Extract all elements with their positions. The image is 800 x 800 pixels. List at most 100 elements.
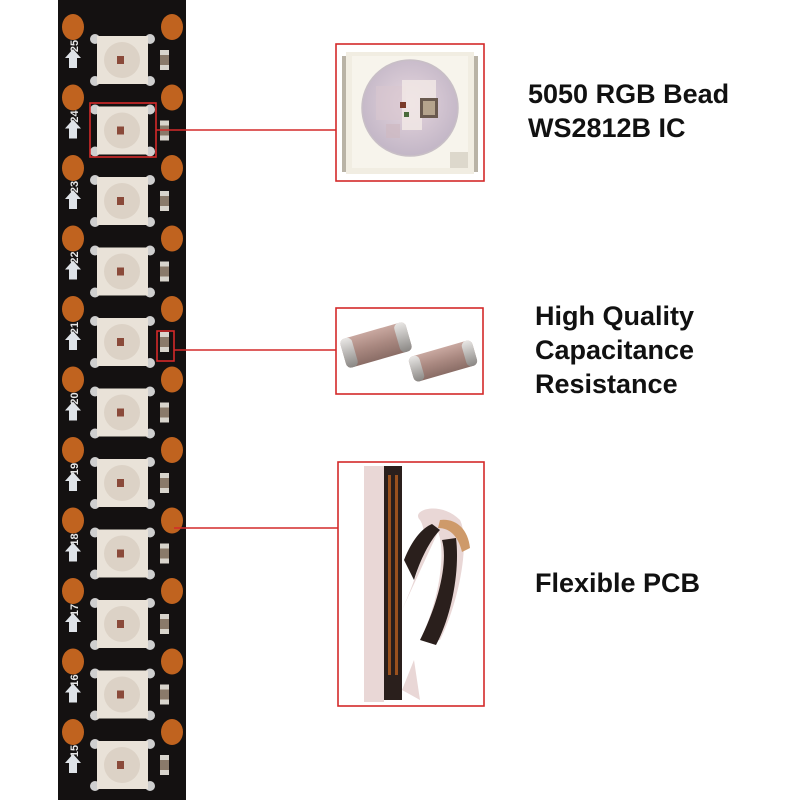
capacitor-closeup-panel (335, 307, 484, 395)
led-die (117, 126, 124, 135)
capacitor-terminal (160, 261, 169, 267)
segment-number: 18 (69, 533, 81, 545)
capacitor-terminal (160, 206, 169, 211)
smd-capacitor (160, 261, 169, 282)
capacitor-terminal (160, 699, 169, 705)
solder-pad (62, 155, 84, 181)
strip-segment: 19 (62, 437, 183, 509)
smd-capacitor (160, 191, 169, 211)
strip-segment: 22 (62, 225, 183, 298)
segment-number: 22 (69, 251, 81, 263)
capacitor-terminal (160, 120, 169, 126)
solder-pad (62, 507, 84, 534)
solder-pad (161, 578, 183, 604)
capacitor-terminal (160, 629, 169, 634)
capacitor-feature-line-3: Resistance (535, 369, 678, 399)
direction-arrow-icon (65, 542, 81, 562)
strip-segment: 20 (62, 366, 183, 439)
smd-capacitor (160, 684, 169, 705)
capacitor-terminal (160, 417, 169, 423)
led-die (117, 761, 124, 769)
led-die (117, 267, 124, 276)
led-closeup-panel (335, 43, 485, 182)
strip-segment: 17 (62, 578, 183, 650)
led-die (117, 338, 124, 346)
direction-arrow-icon (65, 472, 81, 491)
solder-pad (62, 14, 84, 40)
led-die (117, 620, 124, 628)
solder-pad (161, 366, 183, 393)
direction-arrow-icon (65, 683, 81, 703)
capacitor-feature-line-1: High Quality (535, 301, 695, 331)
led-die (117, 56, 124, 64)
pcb-feature-line-1: Flexible PCB (535, 568, 701, 598)
solder-pad (161, 719, 183, 745)
capacitor-terminal (160, 135, 169, 141)
capacitor-terminal (160, 65, 169, 70)
led-feature-line-2: WS2812B IC (528, 113, 686, 143)
segment-number: 17 (69, 604, 81, 616)
strip-segment: 21 (62, 296, 183, 368)
capacitor-highlight-box (156, 330, 175, 362)
capacitor-terminal (160, 770, 169, 775)
direction-arrow-icon (65, 613, 81, 632)
solder-pad (161, 84, 183, 111)
smd-capacitor (160, 614, 169, 634)
solder-pad (161, 14, 183, 40)
solder-pad (62, 719, 84, 745)
solder-pad (161, 296, 183, 322)
led-strip: 25 24 23 22 21 20 19 18 17 16 15 (58, 0, 186, 800)
segment-number: 23 (69, 181, 81, 193)
led-feature-label: 5050 RGB Bead WS2812B IC (528, 77, 729, 145)
smd-capacitor (160, 473, 169, 493)
smd-capacitor (160, 50, 169, 70)
capacitor-terminal (160, 543, 169, 549)
capacitor-chip-image (340, 322, 478, 382)
pcb-feature-label: Flexible PCB (535, 566, 700, 600)
capacitor-terminal (160, 684, 169, 690)
capacitor-terminal (160, 755, 169, 760)
solder-pad (62, 84, 84, 111)
direction-arrow-icon (65, 190, 81, 209)
direction-arrow-icon (65, 331, 81, 350)
capacitor-terminal (160, 332, 169, 337)
capacitor-terminal (160, 614, 169, 619)
capacitor-terminal (160, 402, 169, 408)
smd-capacitor (160, 543, 169, 564)
strip-segment: 18 (62, 507, 183, 580)
direction-arrow-icon (65, 401, 81, 421)
solder-pad (161, 155, 183, 181)
direction-arrow-icon (65, 754, 81, 773)
solder-pad (62, 296, 84, 322)
capacitor-terminal (160, 488, 169, 493)
smd-capacitor (160, 755, 169, 775)
capacitor-terminal (160, 191, 169, 196)
smd-capacitor (160, 332, 169, 352)
segment-number: 16 (69, 674, 81, 686)
capacitor-feature-label: High Quality Capacitance Resistance (535, 299, 694, 401)
led-die (117, 479, 124, 487)
led-chip-image (342, 52, 478, 174)
strip-segment: 23 (62, 155, 183, 227)
solder-pad (62, 648, 84, 675)
pcb-closeup-frame (337, 461, 485, 707)
capacitor-terminal (160, 473, 169, 478)
strip-segment: 15 (62, 719, 183, 791)
capacitor-terminal (160, 276, 169, 282)
segment-number: 20 (69, 392, 81, 404)
direction-arrow-icon (65, 260, 81, 280)
led-feature-line-1: 5050 RGB Bead (528, 79, 730, 109)
capacitor-terminal (160, 50, 169, 55)
solder-pad (161, 225, 183, 252)
segment-number: 15 (69, 745, 81, 757)
direction-arrow-icon (65, 119, 81, 139)
strip-segment: 16 (62, 648, 183, 721)
segment-number: 25 (69, 40, 81, 52)
segment-number: 24 (69, 110, 81, 123)
smd-capacitor (160, 402, 169, 423)
led-die (117, 197, 124, 205)
callout-connectors (89, 102, 338, 529)
solder-pad (161, 648, 183, 675)
segment-number: 19 (69, 463, 81, 475)
